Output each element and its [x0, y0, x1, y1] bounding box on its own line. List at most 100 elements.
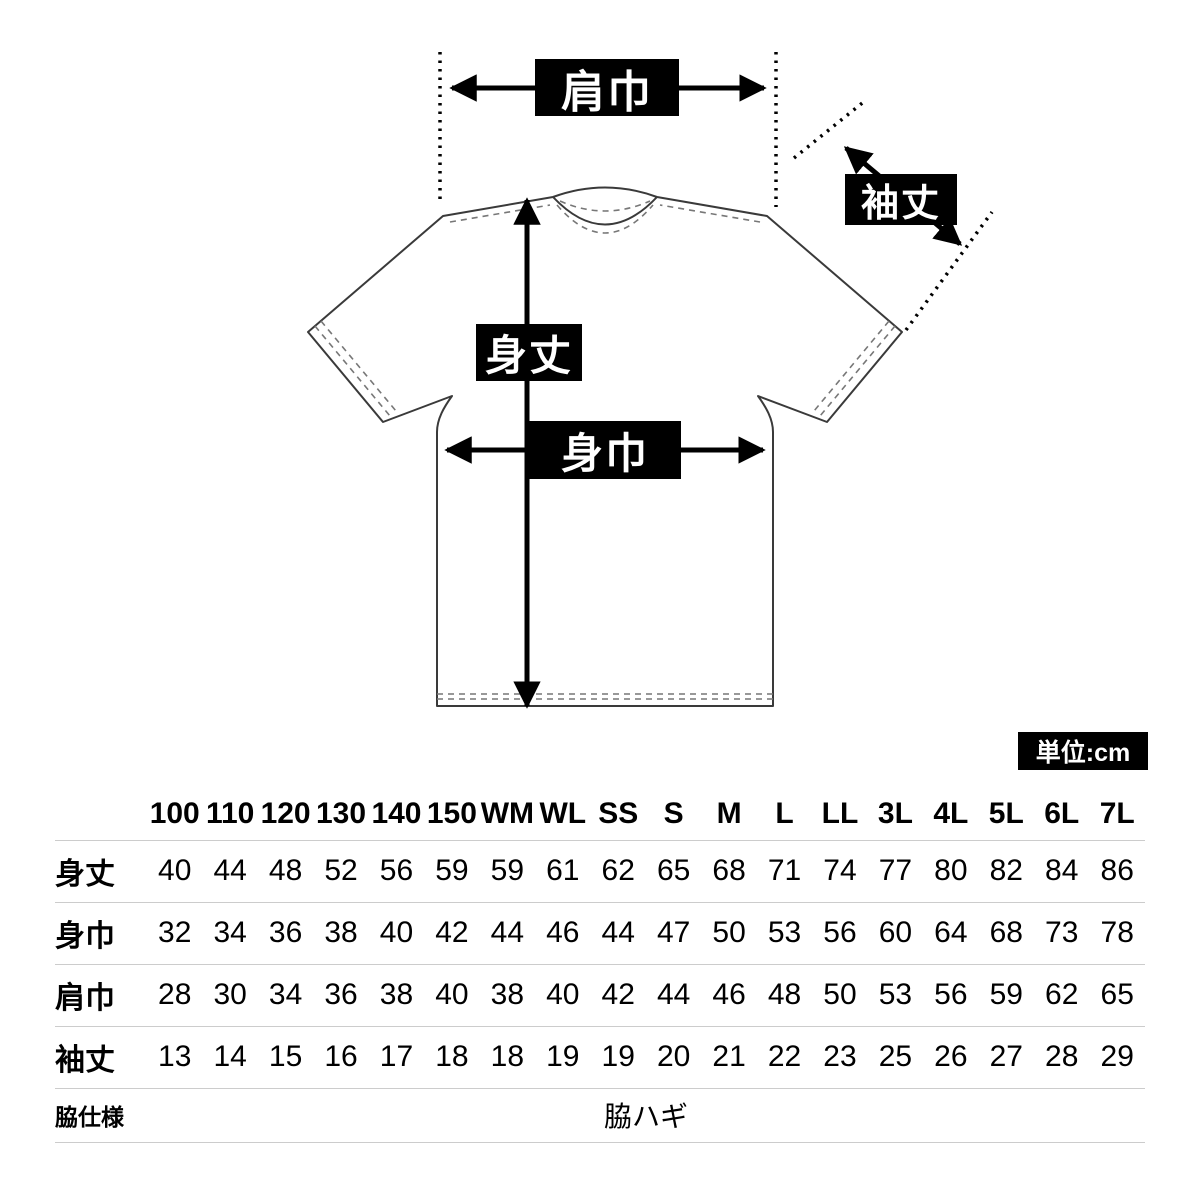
value-cell: 46: [546, 916, 580, 949]
value-cell: 62: [1045, 978, 1079, 1011]
size-column-header: L: [775, 796, 794, 830]
row-label: 身巾: [55, 920, 115, 953]
value-cell: 78: [1100, 916, 1134, 949]
value-cell: 52: [324, 854, 358, 887]
value-cell: 40: [435, 978, 469, 1011]
value-cell: 56: [379, 854, 414, 887]
size-column-header: WM: [480, 796, 534, 830]
value-cell: 18: [490, 1040, 525, 1073]
body-length-label: 身丈: [476, 324, 582, 381]
value-cell: 27: [989, 1040, 1023, 1073]
value-cell: 80: [934, 854, 968, 887]
body-width-label: 身巾: [529, 421, 681, 479]
size-column-header: 120: [260, 796, 311, 830]
value-cell: 14: [213, 1040, 247, 1073]
value-cell: 56: [934, 978, 968, 1011]
size-column-header: 5L: [988, 796, 1024, 830]
extension-lines: [438, 52, 994, 332]
extension-line-sleeve-bottom: [904, 210, 994, 332]
sleeve-length-label: 袖丈: [845, 174, 957, 225]
row-label: 肩巾: [55, 982, 115, 1015]
value-cell: 32: [158, 916, 192, 949]
value-cell: 36: [268, 916, 303, 949]
value-cell: 53: [878, 978, 913, 1011]
value-cell: 86: [1100, 854, 1134, 887]
value-cell: 84: [1045, 854, 1079, 887]
size-column-header: 7L: [1099, 796, 1135, 830]
value-cell: 34: [268, 978, 303, 1011]
value-cell: 34: [213, 916, 247, 949]
spec-row-label: 脇仕様: [55, 1104, 124, 1130]
value-cell: 40: [158, 854, 192, 887]
row-label: 身丈: [55, 858, 115, 891]
row-label: 袖丈: [55, 1044, 115, 1077]
value-cell: 73: [1045, 916, 1079, 949]
value-cell: 38: [490, 978, 525, 1011]
value-cell: 65: [1100, 978, 1134, 1011]
value-cell: 29: [1100, 1040, 1134, 1073]
value-cell: 46: [712, 978, 746, 1011]
value-cell: 17: [379, 1040, 414, 1073]
value-cell: 23: [823, 1040, 857, 1073]
value-cell: 68: [989, 916, 1023, 949]
value-cell: 44: [601, 916, 635, 949]
value-cell: 42: [435, 916, 469, 949]
size-column-header: 4L: [933, 796, 969, 830]
size-column-header: 130: [316, 796, 367, 830]
value-cell: 28: [158, 978, 192, 1011]
value-cell: 26: [934, 1040, 968, 1073]
value-cell: 13: [158, 1040, 192, 1073]
value-cell: 15: [268, 1040, 303, 1073]
value-cell: 61: [546, 854, 580, 887]
value-cell: 40: [379, 916, 414, 949]
value-cell: 64: [934, 916, 968, 949]
value-cell: 42: [601, 978, 635, 1011]
value-cell: 38: [324, 916, 358, 949]
size-column-header: 100: [149, 796, 200, 830]
value-cell: 28: [1045, 1040, 1079, 1073]
size-column-header: LL: [821, 796, 859, 830]
value-cell: 48: [767, 978, 802, 1011]
value-cell: 59: [989, 978, 1023, 1011]
value-cell: 16: [324, 1040, 358, 1073]
spec-row: 脇仕様 脇ハギ: [55, 1088, 1145, 1142]
value-cell: 44: [490, 916, 525, 949]
value-cell: 62: [601, 854, 635, 887]
value-cell: 19: [601, 1040, 635, 1073]
value-cell: 59: [435, 854, 469, 887]
value-cell: 44: [656, 978, 691, 1011]
value-cell: 44: [213, 854, 247, 887]
value-cell: 22: [767, 1040, 802, 1073]
value-cell: 82: [989, 854, 1023, 887]
value-cell: 21: [712, 1040, 746, 1073]
size-column-header: 3L: [877, 796, 913, 830]
value-cell: 25: [878, 1040, 913, 1073]
spec-value: 脇ハギ: [603, 1101, 688, 1132]
value-cell: 60: [878, 916, 913, 949]
value-cell: 56: [823, 916, 857, 949]
value-cell: 30: [213, 978, 247, 1011]
value-cell: 50: [712, 916, 746, 949]
value-cell: 40: [546, 978, 580, 1011]
size-column-header: WL: [539, 796, 587, 830]
value-cell: 74: [823, 854, 857, 887]
size-column-header: 110: [205, 796, 255, 830]
size-column-header: 150: [426, 796, 477, 830]
size-column-header: 140: [371, 796, 422, 830]
value-cell: 20: [656, 1040, 691, 1073]
value-cell: 77: [878, 854, 913, 887]
shoulder-width-label: 肩巾: [535, 59, 679, 117]
extension-line-sleeve-top: [792, 98, 868, 160]
value-cell: 19: [546, 1040, 580, 1073]
value-cell: 68: [712, 854, 746, 887]
unit-badge: 単位:cm: [1018, 732, 1148, 770]
value-cell: 38: [379, 978, 414, 1011]
